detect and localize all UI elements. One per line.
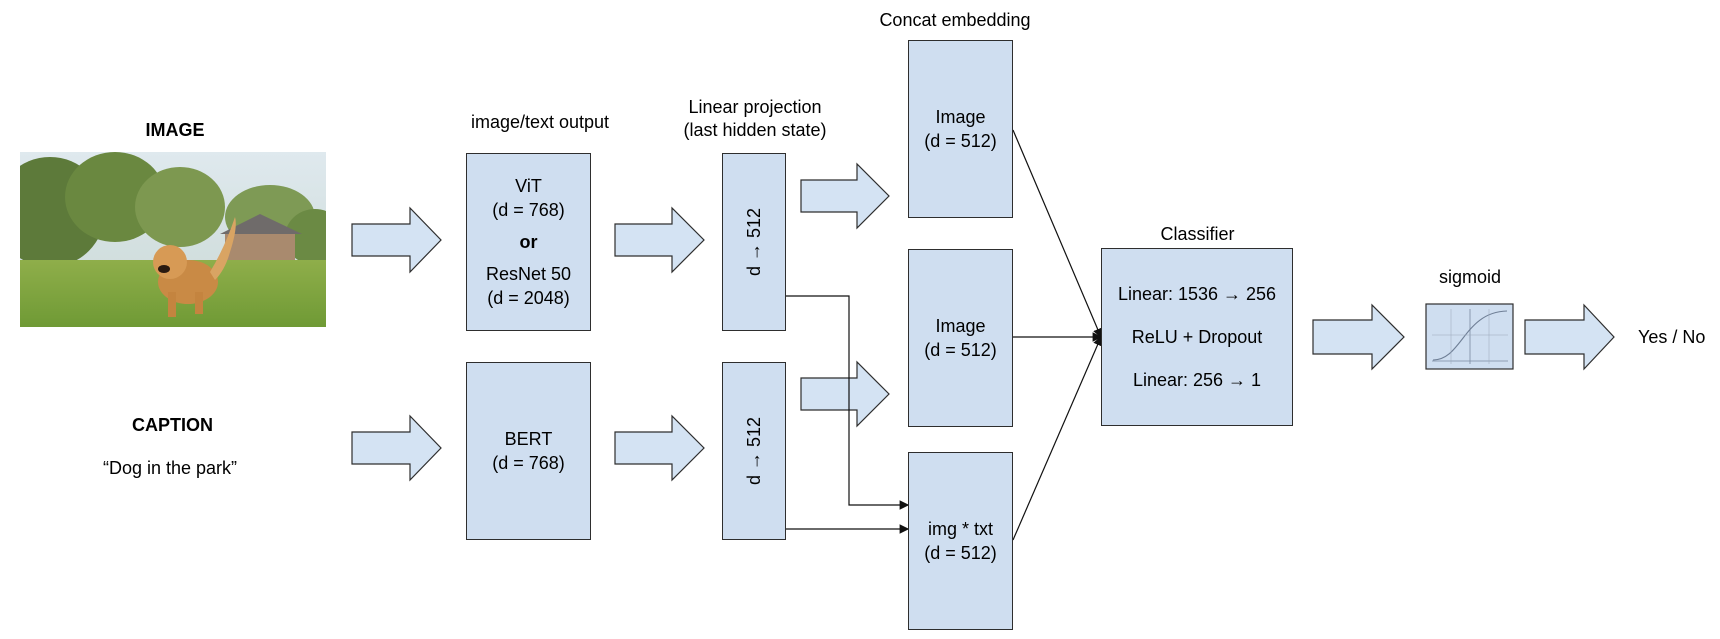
projection-top-label: d → 512: [744, 207, 764, 277]
sigmoid-header: sigmoid: [1438, 267, 1502, 287]
image-encoder-or: or: [519, 232, 538, 252]
projection-bottom-label: d → 512: [744, 416, 764, 486]
concat-box2-line1: Image: [935, 316, 986, 336]
text-encoder-box: BERT (d = 768): [466, 362, 591, 540]
concat-image-box-2: Image (d = 512): [908, 249, 1013, 427]
projection-header-line2: (last hidden state): [683, 120, 827, 140]
sigmoid-plot-icon: [1425, 303, 1514, 370]
image-encoder-box: ViT (d = 768) or ResNet 50 (d = 2048): [466, 153, 591, 331]
block-arrow-classifier-to-sigmoid: [1312, 303, 1405, 371]
image-encoder-resnet: ResNet 50: [485, 264, 572, 284]
image-encoder-vit: ViT: [515, 176, 542, 196]
classifier-line3: Linear: 256 → 1: [1132, 370, 1262, 390]
concat-box3-line1: img * txt: [927, 519, 993, 539]
line-concat3-to-classifier: [1012, 335, 1103, 541]
output-label: Yes / No: [1638, 327, 1706, 347]
image-encoder-vit-dim: (d = 768): [492, 200, 565, 220]
text-encoder-dim: (d = 768): [492, 453, 565, 473]
caption-text: “Dog in the park”: [102, 458, 238, 478]
classifier-line2: ReLU + Dropout: [1131, 327, 1263, 347]
line-concat1-to-classifier: [1012, 129, 1103, 339]
concat-box1-line2: (d = 512): [924, 131, 997, 151]
concat-header: Concat embedding: [879, 10, 1031, 30]
concat-box3-line2: (d = 512): [924, 543, 997, 563]
block-arrow-image-to-encoder: [351, 206, 442, 274]
caption-section-title: CAPTION: [132, 415, 213, 435]
block-arrow-proj-bottom-to-concat2: [800, 360, 890, 428]
block-arrow-sigmoid-to-output: [1524, 303, 1615, 371]
classifier-box: Linear: 1536 → 256 ReLU + Dropout Linear…: [1101, 248, 1293, 426]
dog-photo: [20, 152, 326, 327]
block-arrow-bert-to-proj-bottom: [614, 414, 705, 482]
projection-header-line1: Linear projection: [688, 97, 822, 117]
text-encoder-bert: BERT: [504, 429, 553, 449]
classifier-header: Classifier: [1160, 224, 1235, 244]
classifier-line1: Linear: 1536 → 256: [1117, 284, 1277, 304]
block-arrow-encoder-to-proj-top: [614, 206, 705, 274]
projection-top-box: [722, 153, 786, 331]
concat-box2-line2: (d = 512): [924, 340, 997, 360]
block-arrow-caption-to-bert: [351, 414, 442, 482]
concat-product-box: img * txt (d = 512): [908, 452, 1013, 630]
concat-box1-line1: Image: [935, 107, 986, 127]
image-section-title: IMAGE: [145, 120, 205, 140]
concat-image-box-1: Image (d = 512): [908, 40, 1013, 218]
line-proj-top-to-product: [786, 295, 910, 510]
projection-bottom-box: [722, 362, 786, 540]
encoders-header: image/text output: [470, 112, 610, 132]
image-encoder-resnet-dim: (d = 2048): [487, 288, 570, 308]
block-arrow-proj-top-to-concat1: [800, 162, 890, 230]
